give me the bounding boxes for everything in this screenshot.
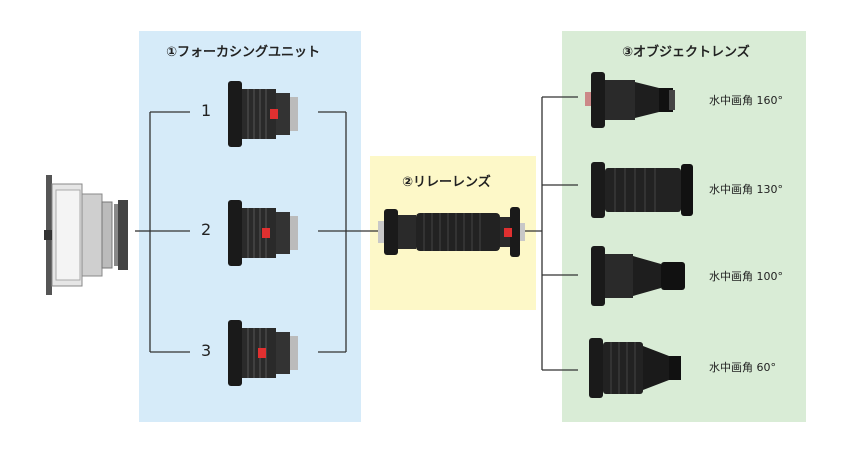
angle-label-60: 水中画角 60° bbox=[709, 361, 776, 374]
objective-lens-130 bbox=[591, 162, 693, 218]
focusing-unit-2 bbox=[228, 200, 298, 266]
camera-housing bbox=[44, 175, 128, 295]
objective-lens-160 bbox=[585, 72, 675, 128]
focus-number-1: 1 bbox=[201, 101, 212, 120]
angle-label-130: 水中画角 130° bbox=[709, 183, 783, 196]
angle-label-100: 水中画角 100° bbox=[709, 270, 783, 283]
relay-lens-title: ②リレーレンズ bbox=[402, 175, 491, 190]
focusing-unit-1 bbox=[228, 81, 298, 147]
objective-lens-60 bbox=[589, 338, 681, 398]
focusing-unit-title: ①フォーカシングユニット bbox=[166, 45, 321, 60]
objective-lens-100 bbox=[591, 246, 685, 306]
focusing-unit-3 bbox=[228, 320, 298, 386]
angle-label-160: 水中画角 160° bbox=[709, 94, 783, 107]
relay-lens bbox=[378, 207, 525, 257]
objective-lens-title: ③オブジェクトレンズ bbox=[622, 45, 750, 60]
focus-number-2: 2 bbox=[201, 220, 212, 239]
focus-number-3: 3 bbox=[201, 341, 212, 360]
